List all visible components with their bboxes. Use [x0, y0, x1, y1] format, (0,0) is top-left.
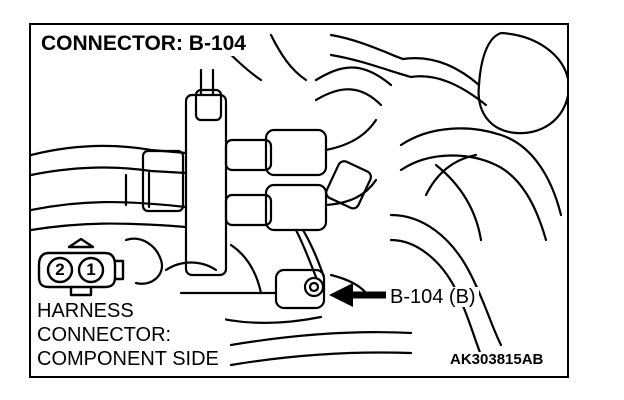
connector-pin-diagram [37, 237, 125, 297]
diagram-frame: CONNECTOR: B-104 2 1 HARNESS CONNECTOR: … [29, 23, 569, 378]
figure-id: AK303815AB [447, 352, 547, 367]
arrow-left-icon [329, 283, 386, 307]
harness-label-line-1: HARNESS [37, 300, 134, 322]
pin-label-2: 2 [55, 260, 65, 279]
harness-label-line-3: COMPONENT SIDE [37, 348, 219, 370]
pin-label-1: 1 [86, 260, 96, 279]
harness-label-line-2: CONNECTOR: [37, 324, 172, 346]
connector-title: CONNECTOR: B-104 [37, 32, 250, 56]
harness-connector-label: HARNESS CONNECTOR: COMPONENT SIDE [35, 299, 225, 371]
connector-callout-label: B-104 (B) [387, 287, 479, 307]
